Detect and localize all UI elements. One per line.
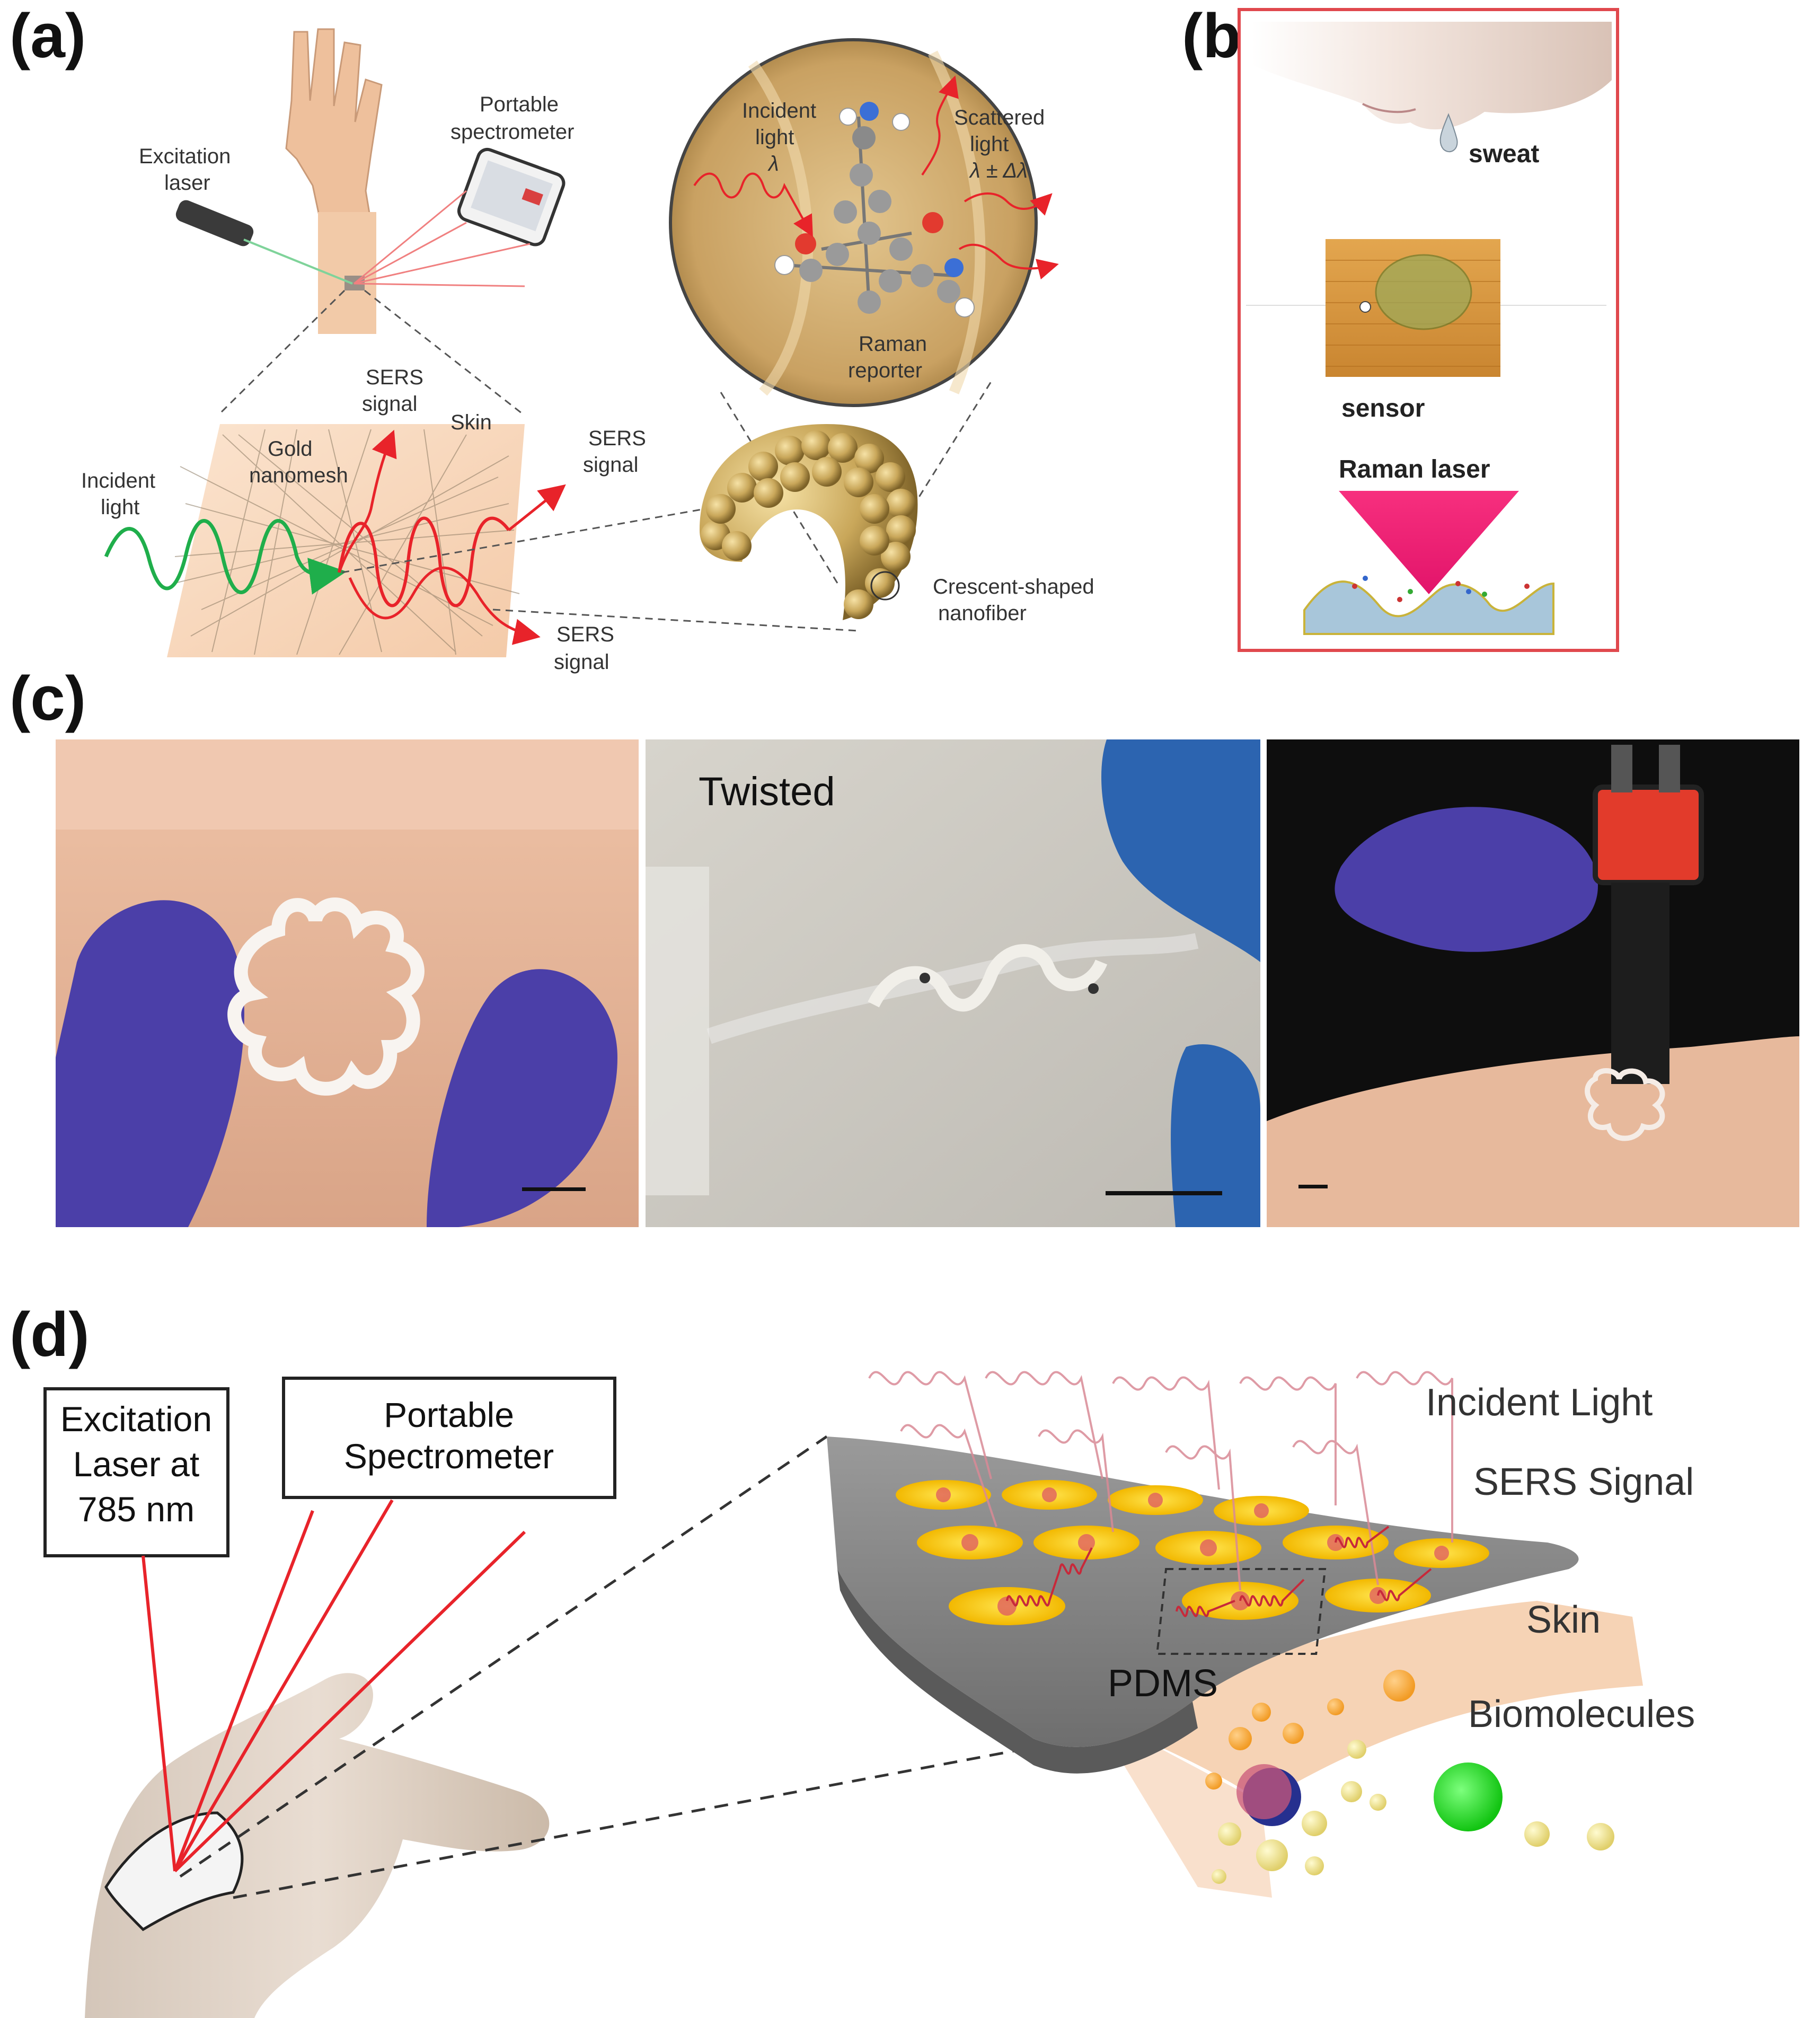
photo-probe-on-arm: [1267, 739, 1799, 1227]
scale-bar-2: [1106, 1191, 1222, 1195]
sweat-label: sweat: [1469, 140, 1539, 168]
sers-signal-right-label-2: signal: [583, 453, 639, 477]
molecule-dots: [1352, 576, 1530, 602]
panel-label-d: (d): [10, 1300, 90, 1370]
scale-bar: [522, 1187, 586, 1191]
crescent-label-2: nanofiber: [938, 602, 1027, 625]
circle-scattered-label: Scattered: [954, 106, 1045, 129]
sers-signal-bottom-label-2: signal: [554, 650, 609, 674]
raman-reporter-label: Raman: [859, 332, 927, 356]
laser-ray: [142, 1555, 176, 1872]
sweat-drop-icon: [1439, 113, 1458, 153]
laser-device-icon: [175, 200, 353, 285]
skin-layer: [1086, 1601, 1643, 1802]
glove-hand: [1335, 807, 1598, 952]
sers-signal-bottom-label: SERS: [556, 623, 614, 646]
molecule-icon: [774, 102, 975, 318]
glove-left: [56, 900, 244, 1227]
sers-signal-right-label: SERS: [588, 427, 646, 450]
photo-sensor-on-skin: [56, 739, 639, 1227]
portable-spectrometer-label-2: spectrometer: [450, 120, 574, 144]
circle-incident-label-2: light: [755, 126, 794, 149]
scale-bar-3: [1298, 1185, 1328, 1188]
biomolecule-spheres: [1205, 1670, 1614, 1884]
circle-scattered-label-2: light: [970, 133, 1009, 156]
biomolecules-label: Biomolecules: [1468, 1693, 1695, 1735]
excitation-box-line1: Excitation: [60, 1399, 212, 1439]
raman-reporter-zoom-circle: [669, 38, 1059, 407]
crescent-nanofiber: [700, 424, 918, 620]
excitation-laser-box: [43, 1387, 229, 1557]
glove-right: [427, 969, 617, 1227]
twisted-label: Twisted: [699, 769, 835, 814]
photo-twisted-sensor: Twisted: [646, 739, 1260, 1227]
spectrometer-box-line1: Portable: [384, 1395, 514, 1434]
sers-signal-top-label: SERS: [366, 366, 423, 389]
gold-nanomesh-label: Gold: [268, 437, 313, 461]
gold-nanomesh-label-2: nanomesh: [249, 464, 348, 487]
hand-with-patch: [85, 1673, 550, 2018]
face-illustration: [1251, 22, 1612, 130]
twisted-serpentine-sensor: [868, 944, 1108, 1012]
portable-spectrometer-label: Portable: [480, 93, 559, 116]
incident-light-label-d: Incident Light: [1426, 1381, 1653, 1424]
panel-label-a: (a): [10, 1, 86, 71]
raman-laser-cone: [1339, 491, 1519, 594]
pdms-label: PDMS: [1108, 1662, 1218, 1705]
sers-signal-waves: [1006, 1526, 1432, 1617]
excitation-laser-label: Excitation: [139, 145, 231, 168]
spectrometer-icon: [457, 147, 566, 246]
serpentine-sensor: [227, 897, 425, 1096]
panel-b-box: sweat sensor Raman laser: [1238, 8, 1619, 652]
sensor-illustration: [1246, 239, 1606, 377]
probe-body: [1611, 883, 1669, 1084]
gold-nanoparticle-array: [896, 1480, 1489, 1625]
panel-d-diagram: Excitation Laser at 785 nm Portable Spec…: [43, 1371, 1695, 2018]
hand-illustration: [285, 28, 383, 334]
excitation-box-line3: 785 nm: [78, 1490, 195, 1529]
incident-light-label-2: light: [101, 496, 139, 519]
incident-light-waves: [868, 1371, 1453, 1591]
raman-laser-label: Raman laser: [1339, 455, 1490, 483]
excitation-laser-label-2: laser: [164, 171, 210, 195]
excitation-box-line2: Laser at: [73, 1444, 199, 1484]
glove-bottom-right: [1171, 1044, 1260, 1227]
panel-a-diagram: Excitation laser Portable spectrometer I…: [81, 28, 1094, 674]
spectrometer-box-line2: Spectrometer: [344, 1437, 554, 1476]
skin-surface-illustration: [1303, 580, 1554, 635]
sensor-label: sensor: [1341, 394, 1425, 422]
incident-light-label: Incident: [81, 469, 155, 492]
glove-top-right: [1101, 739, 1260, 962]
raman-reporter-label-2: reporter: [848, 359, 922, 382]
circle-incident-label: Incident: [742, 99, 816, 122]
skin-label-d: Skin: [1526, 1599, 1601, 1641]
panel-label-c: (c): [10, 664, 86, 734]
circle-scattered-lambda: λ ± Δλ: [969, 159, 1028, 182]
probe-head: [1593, 785, 1704, 885]
portable-spectrometer-box: [282, 1377, 616, 1499]
crescent-label: Crescent-shaped: [933, 575, 1094, 598]
sers-signal-top-label-2: signal: [362, 392, 418, 416]
skin-label: Skin: [450, 411, 492, 434]
circle-incident-lambda: λ: [767, 152, 779, 175]
sers-signal-label-d: SERS Signal: [1473, 1461, 1694, 1503]
panel-b-illustration: sweat sensor Raman laser: [1246, 22, 1612, 635]
